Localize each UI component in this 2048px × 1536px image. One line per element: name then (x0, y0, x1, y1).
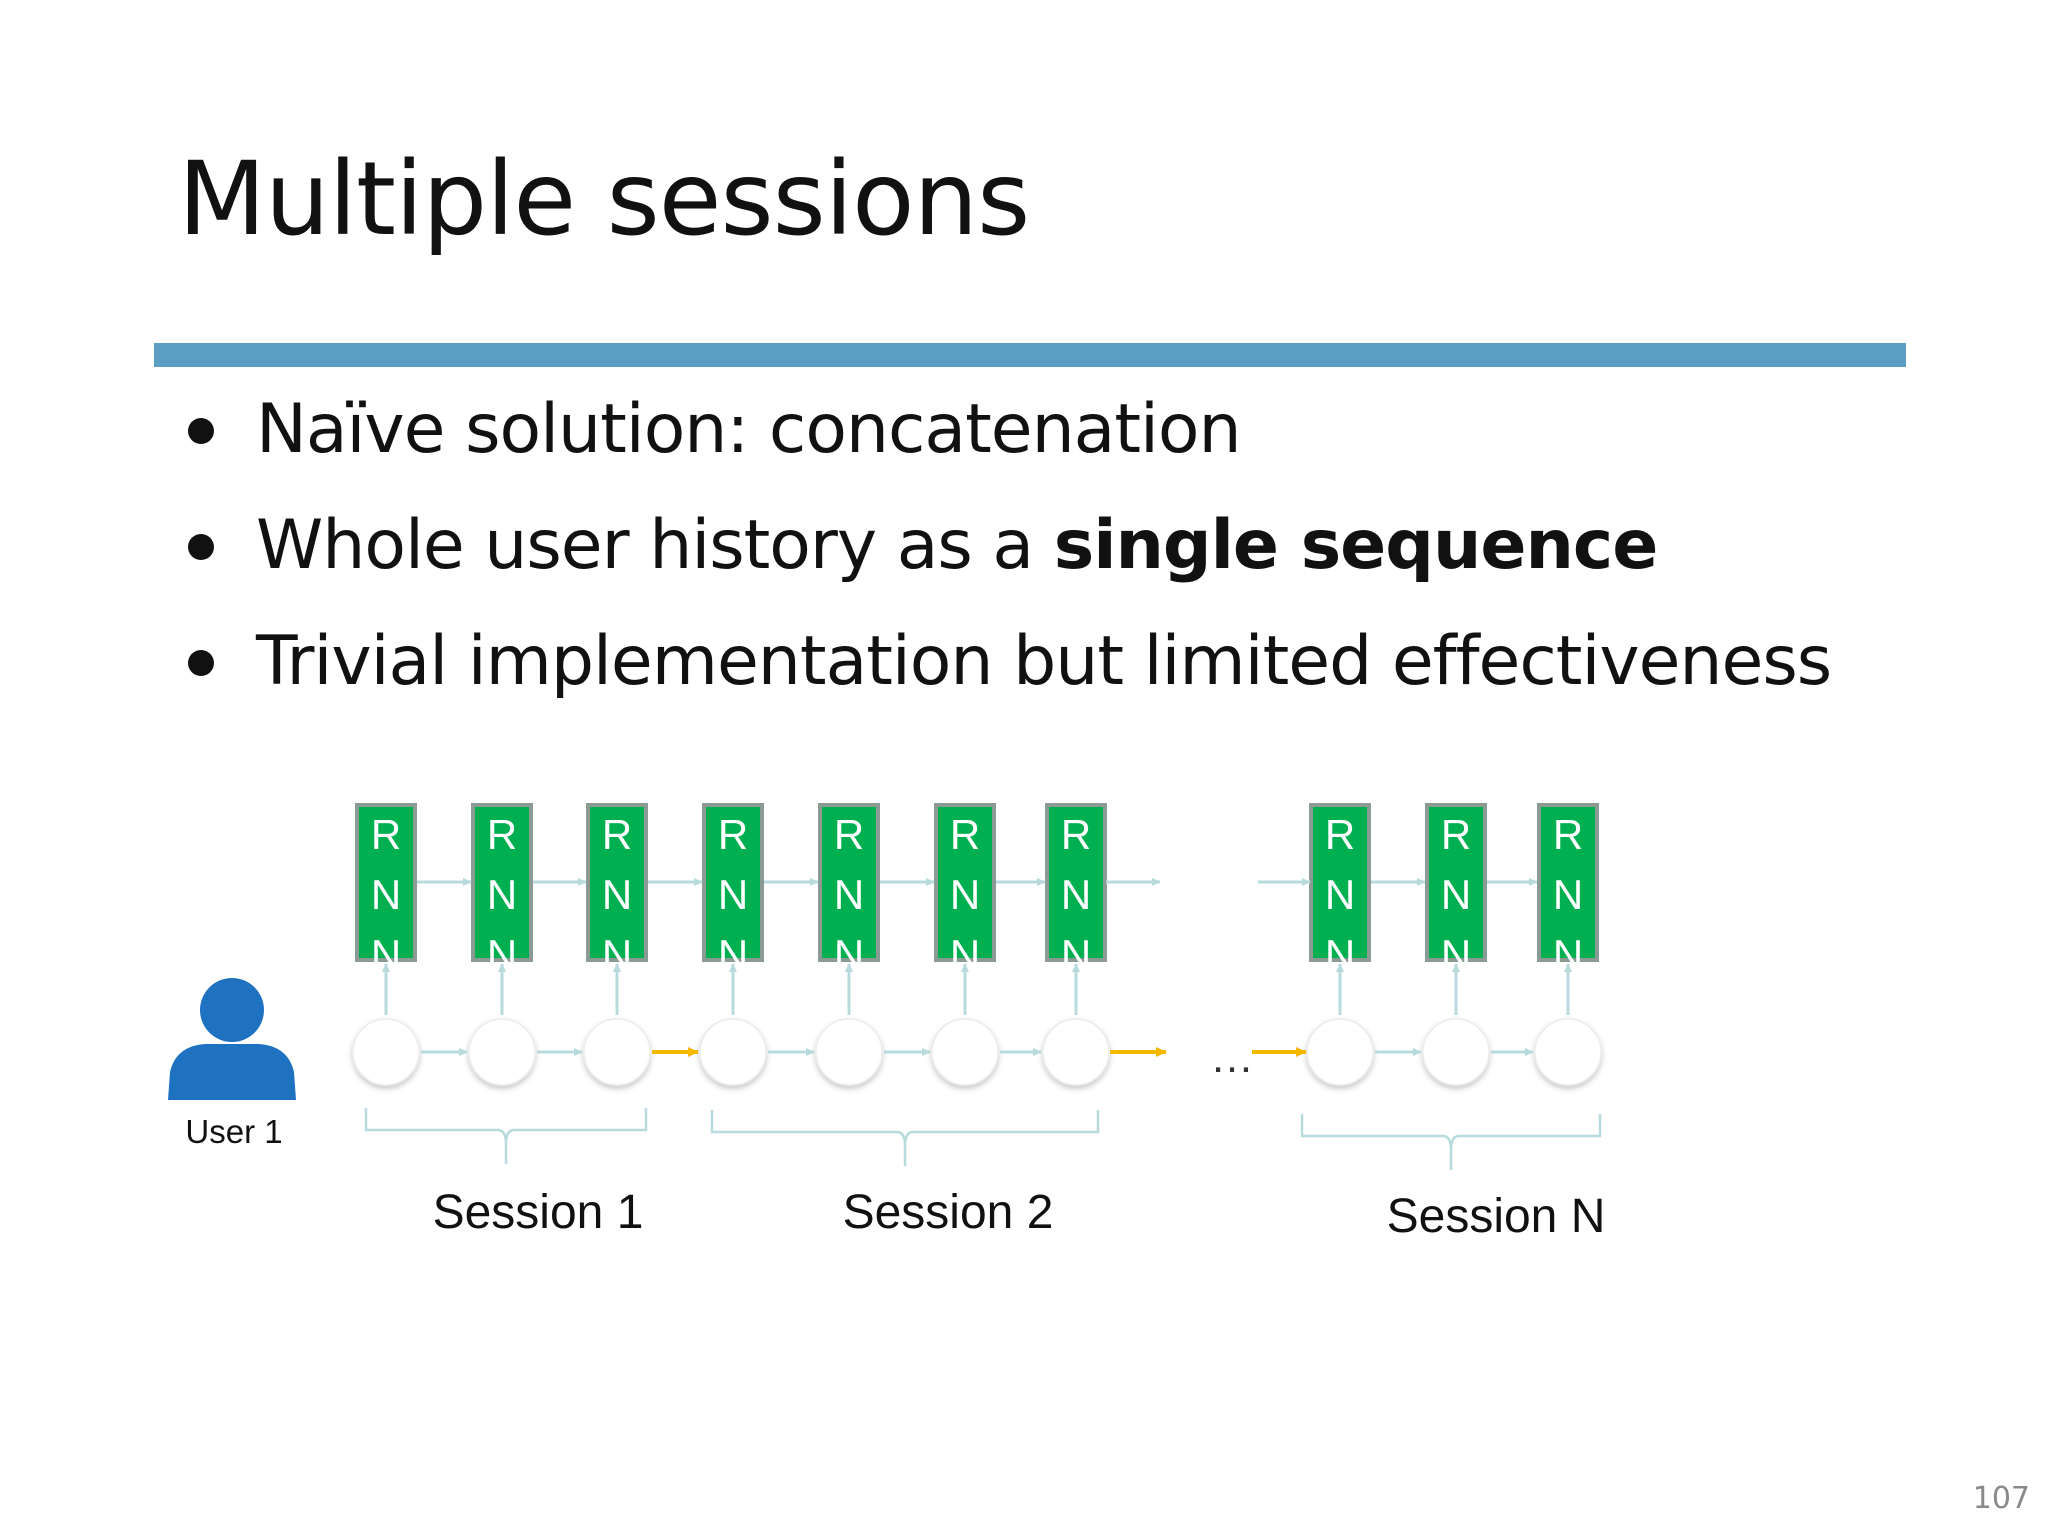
rnn-cell (818, 803, 880, 962)
rnn-cell-letter: N (1325, 871, 1355, 918)
bullet-text: Naïve solution: concatenation (256, 390, 1242, 469)
rnn-cell (355, 803, 417, 962)
rnn-cell-letter: R (1061, 811, 1091, 858)
rnn-cell-letter: R (1325, 811, 1355, 858)
rnn-cell (1045, 803, 1107, 962)
rnn-cell (1309, 803, 1371, 962)
session-brace (364, 1108, 648, 1164)
rnn-cell-letter: R (1441, 811, 1471, 858)
bullet-text: Trivial implementation but limited effec… (256, 622, 1832, 701)
item-node (1534, 1018, 1602, 1086)
item-node (468, 1018, 536, 1086)
bullet-item: Trivial implementation but limited effec… (180, 612, 1832, 728)
item-node (1306, 1018, 1374, 1086)
rnn-cell (702, 803, 764, 962)
rnn-cell-letter: R (950, 811, 980, 858)
bullet-list: Naïve solution: concatenation Whole user… (180, 380, 1832, 728)
rnn-cell-letter: N (950, 871, 980, 918)
rnn-cell (586, 803, 648, 962)
rnn-cell-letter: R (834, 811, 864, 858)
bullet-dot-icon (188, 534, 214, 560)
item-node (352, 1018, 420, 1086)
user-icon (168, 978, 296, 1100)
rnn-cell-letter: R (371, 811, 401, 858)
rnn-cell (934, 803, 996, 962)
session-label: Session N (1387, 1190, 1606, 1243)
bullet-item: Naïve solution: concatenation (180, 380, 1831, 496)
rnn-cell-letter: N (1441, 871, 1471, 918)
ellipsis: … (1210, 1033, 1254, 1082)
user-icon-body (168, 1044, 296, 1100)
rnn-cell-letter: N (487, 871, 517, 918)
bullet-bold-text: single sequence (1053, 506, 1659, 585)
item-node (815, 1018, 883, 1086)
slide-title: Multiple sessions (178, 140, 1030, 259)
rnn-cell-letter: R (487, 811, 517, 858)
rnn-cell (471, 803, 533, 962)
bullet-dot-icon (188, 418, 214, 444)
item-node (583, 1018, 651, 1086)
bullet-item: Whole user history as a single sequence (180, 496, 1831, 612)
bullet-dot-icon (188, 650, 214, 676)
rnn-cell-letter: N (834, 871, 864, 918)
rnn-cell-letter: N (718, 871, 748, 918)
session-brace (1300, 1114, 1602, 1170)
user-label: User 1 (185, 1113, 282, 1150)
item-node (1422, 1018, 1490, 1086)
rnn-cell (1537, 803, 1599, 962)
rnn-cell-letter: R (1553, 811, 1583, 858)
item-node (699, 1018, 767, 1086)
bullet-text: Whole user history as a (256, 506, 1054, 585)
rnn-cell-letter: R (602, 811, 632, 858)
rnn-cell-letter: R (718, 811, 748, 858)
rnn-cell-letter: N (1061, 871, 1091, 918)
session-label: Session 2 (843, 1186, 1054, 1239)
user-icon-head (200, 978, 264, 1042)
title-divider (154, 343, 1906, 367)
session-brace (710, 1110, 1100, 1166)
rnn-cell-letter: N (1553, 871, 1583, 918)
rnn-cell-letter: N (602, 871, 632, 918)
session-label: Session 1 (433, 1186, 644, 1239)
item-node (931, 1018, 999, 1086)
rnn-cell-letter: N (371, 871, 401, 918)
page-number: 107 (1972, 1481, 2030, 1516)
item-node (1042, 1018, 1110, 1086)
rnn-cell (1425, 803, 1487, 962)
